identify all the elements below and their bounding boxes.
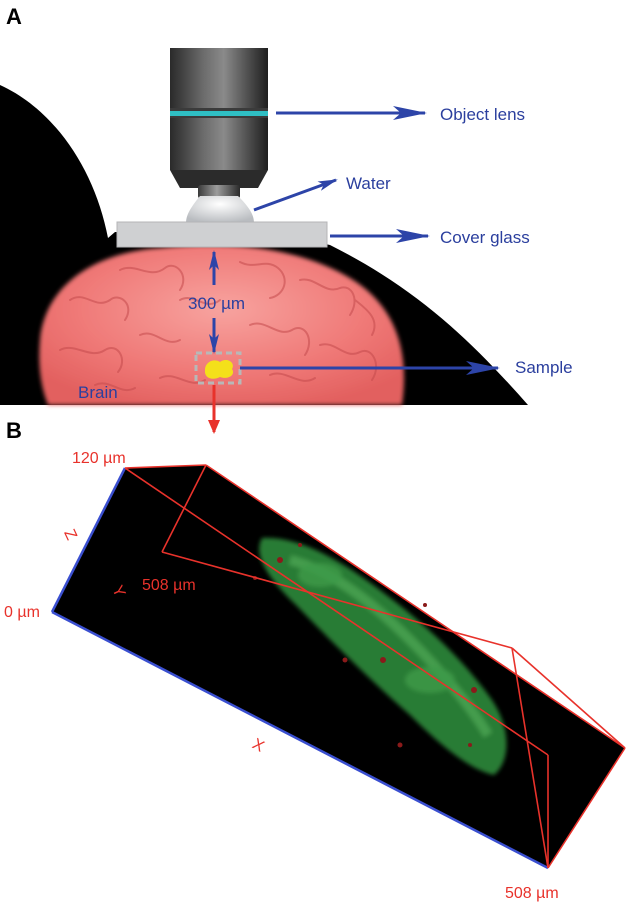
water-label: Water (346, 174, 391, 193)
object-lens-label: Object lens (440, 105, 525, 124)
x-extent-label: 508 µm (505, 885, 559, 902)
water-arrow (253, 178, 338, 212)
sample-spot (204, 359, 234, 379)
panel-b-label: B (6, 418, 22, 443)
red-puncta (253, 543, 477, 748)
water-droplet (186, 196, 254, 223)
depth-label: 300 µm (188, 294, 245, 313)
axis-x-label: X (249, 736, 267, 756)
green-signal (259, 537, 507, 775)
z-top-label: 120 µm (72, 450, 126, 467)
sample-label: Sample (515, 358, 573, 377)
cover-glass-label: Cover glass (440, 228, 530, 247)
cover-glass (116, 221, 328, 248)
volume-box (50, 464, 626, 870)
axis-z-label: Z (60, 527, 80, 543)
sample-box (194, 351, 242, 385)
y-extent-label: 508 µm (142, 577, 196, 594)
panel-a-label: A (6, 4, 22, 29)
objective-lens (170, 48, 268, 199)
z-bottom-label: 0 µm (4, 604, 40, 621)
brain-label: Brain (78, 383, 118, 402)
